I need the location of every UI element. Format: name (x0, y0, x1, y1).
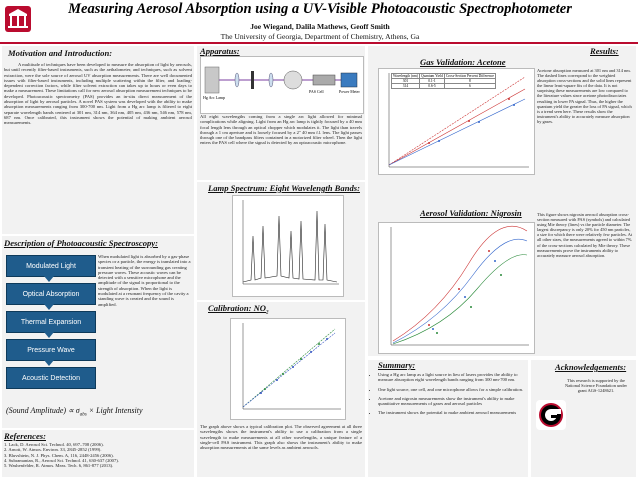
georgia-g-icon (536, 400, 566, 430)
flow-thermal-expansion: Thermal Expansion (6, 311, 96, 333)
description-formula: (Sound Amplitude) ∝ σabs × Light Intensi… (6, 406, 143, 418)
calibration-points (260, 338, 328, 394)
list-item: Using a Hg arc lamp as a light source in… (378, 372, 526, 383)
description-text: When modulated light is absorbed by a ga… (98, 254, 191, 307)
calibration-plot (230, 318, 346, 420)
motivation-panel (2, 46, 194, 234)
motivation-text: A multitude of techniques have been deve… (4, 62, 192, 126)
nigrosin-validation-title: Aerosol Validation: Nigrosin (420, 208, 522, 218)
nigrosin-plot (378, 222, 535, 354)
reference-item: 1. Lack, D. Aerosol Sci. Technol. 40, 69… (4, 442, 104, 447)
calibration-fit-line (242, 328, 336, 408)
lamp-spectrum-plot (232, 195, 344, 297)
header-divider (0, 42, 638, 44)
power-meter (340, 72, 358, 88)
calibration-points (264, 343, 320, 390)
list-item: Acetone and nigrosin measurements show t… (378, 396, 526, 407)
calibration-text: The graph above shows a typical calibrat… (200, 424, 362, 451)
lamp-housing (204, 66, 220, 94)
poster-authors: Joe Wiegand, Dalila Mathews, Geoff Smith (250, 22, 390, 31)
table-cell: 6 (443, 83, 496, 89)
flow-modulated-light: Modulated Light (6, 255, 96, 277)
nigrosin-points (432, 260, 496, 330)
table-cell: 314 (391, 83, 420, 89)
description-title: Description of Photoacoustic Spectroscop… (4, 238, 158, 248)
calibration-fit-line (242, 332, 336, 408)
acetone-table: Wavelength (nm) Quantum Yield Cross-Sect… (391, 73, 496, 89)
lens-2 (268, 72, 274, 88)
apparatus-diagram: Hg Arc Lamp PAS Cell Power Meter (200, 56, 364, 114)
acknowledgements-text: This research is supported by the Nation… (564, 378, 628, 394)
flow-arrow-2 (44, 304, 54, 310)
lamp-spectrum-figure (242, 200, 339, 285)
cell-label: PAS Cell (309, 89, 324, 94)
apparatus-schematic (204, 66, 358, 94)
reference-item: 4. Subramanian, R., Aerosol Sci. Technol… (4, 457, 119, 463)
reference-item: 2. Arnott, W. Atmos. Environ. 33, 2845-2… (4, 447, 102, 453)
nigrosin-points (436, 274, 502, 334)
apparatus-title: Apparatus: (200, 46, 240, 56)
apparatus-text: All eight wavelengths coming from a sing… (200, 114, 362, 146)
list-item: The instrument shows the potential to ma… (378, 410, 526, 415)
summary-panel (368, 360, 528, 477)
list-item: One light source, one cell, and one micr… (378, 387, 526, 392)
summary-title: Summary: (378, 360, 416, 370)
summary-list: Using a Hg arc lamp as a light source in… (370, 372, 526, 420)
nigrosin-figure (390, 226, 529, 346)
nigrosin-points (428, 250, 490, 326)
lens-1 (234, 72, 240, 88)
gas-validation-text: Acetone absorption measured at 301 nm an… (537, 68, 632, 124)
power-label: Power Meter (339, 89, 360, 94)
uga-arch-icon (8, 9, 28, 28)
acetone-fit-line (388, 88, 526, 166)
uga-g-logo (536, 400, 566, 430)
calibration-figure (242, 323, 341, 410)
poster-affiliation: The University of Georgia, Department of… (220, 32, 420, 41)
flow-arrow-1 (44, 276, 54, 282)
reference-item: 5. Washenfelder, R. Atmos. Meas. Tech. 6… (4, 463, 114, 469)
filter-wheel (283, 70, 303, 90)
acetone-figure (388, 73, 529, 168)
flow-arrow-3 (44, 332, 54, 338)
chopper (251, 71, 254, 89)
acetone-plot: Wavelength (nm) Quantum Yield Cross-Sect… (378, 68, 535, 175)
mie-theory-curve (392, 226, 528, 342)
spectrum-trace (242, 210, 338, 283)
poster-title: Measuring Aerosol Absorption using a UV-… (68, 1, 572, 17)
references-list: 1. Lack, D. Aerosol Sci. Technol. 40, 69… (4, 442, 192, 468)
table-header-cell: Cross-Section Percent Difference (443, 73, 496, 79)
gas-validation-title: Gas Validation: Acetone (420, 57, 506, 67)
table-header-cell: Wavelength (nm) (391, 73, 420, 79)
pas-cell (312, 74, 336, 86)
table-cell: 0.6-5 (418, 83, 445, 89)
acetone-fit-line (388, 98, 526, 166)
motivation-title: Motivation and Introduction: (8, 48, 113, 58)
table-header-cell: Quantum Yield (418, 73, 445, 79)
mie-theory-curve (392, 238, 528, 344)
results-title: Results: (590, 46, 619, 56)
flow-optical-absorption: Optical Absorption (6, 283, 96, 305)
lamp-label: Hg Arc Lamp (203, 95, 225, 100)
lamp-spectrum-title: Lamp Spectrum: Eight Wavelength Bands: (208, 183, 360, 193)
flow-pressure-wave: Pressure Wave (6, 339, 96, 361)
reference-item: 3. Bluvshtein, N. J. Phys. Chem. A, 116,… (4, 452, 114, 458)
acknowledgements-title: Acknowledgements: (555, 362, 627, 372)
acetone-literature-line (388, 76, 526, 166)
flow-arrow-4 (44, 360, 54, 366)
calibration-title: Calibration: NO2 (208, 303, 269, 316)
header-logo-left (5, 6, 31, 32)
nigrosin-validation-text: This figure shows nigrosin aerosol absor… (537, 212, 633, 258)
mie-theory-curve (392, 254, 528, 345)
table-row: 314 0.6-5 6 (391, 83, 496, 89)
flow-acoustic-detection: Acoustic Detection (6, 367, 96, 389)
references-title: References: (4, 431, 46, 441)
acetone-points (428, 98, 510, 144)
acetone-points (438, 104, 515, 142)
references-panel (2, 430, 194, 477)
